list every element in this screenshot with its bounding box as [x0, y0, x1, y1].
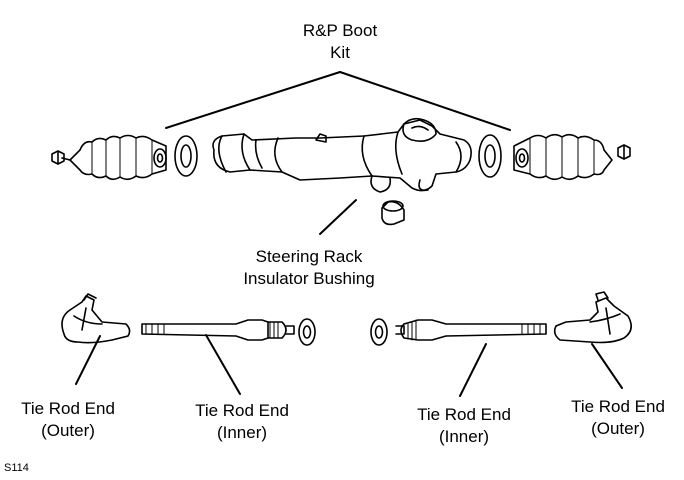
- left-inner-tie-rod: [141, 319, 295, 341]
- label-boot-kit: R&P Boot Kit: [290, 20, 390, 64]
- label-insulator-bushing: Steering Rack Insulator Bushing: [224, 246, 394, 290]
- label-tie-outer-left-line1: Tie Rod End: [21, 399, 115, 418]
- left-boot: [61, 134, 167, 181]
- label-boot-kit-line2: Kit: [330, 43, 350, 62]
- label-tie-inner-right-line2: (Inner): [438, 427, 490, 446]
- label-bushing-line2: Insulator Bushing: [243, 269, 375, 288]
- label-tie-rod-outer-left: Tie Rod End (Outer): [4, 398, 132, 442]
- label-tie-outer-right-line2: (Outer): [591, 419, 645, 438]
- figure-code: S114: [4, 462, 29, 474]
- label-tie-rod-outer-right: Tie Rod End (Outer): [554, 396, 682, 440]
- label-tie-rod-inner-left: Tie Rod End (Inner): [178, 400, 306, 444]
- left-end-nut: [51, 150, 65, 165]
- label-tie-outer-right-line1: Tie Rod End: [571, 397, 665, 416]
- label-tie-inner-left-line1: Tie Rod End: [195, 401, 289, 420]
- right-tie-rod-washer: [370, 318, 388, 346]
- right-boot: [513, 133, 613, 181]
- label-tie-inner-left-line2: (Inner): [216, 423, 268, 442]
- right-inner-tie-rod: [395, 319, 547, 341]
- right-boot-clamp: [478, 134, 502, 178]
- label-tie-rod-inner-right: Tie Rod End (Inner): [400, 404, 528, 448]
- label-bushing-line1: Steering Rack: [255, 247, 363, 266]
- insulator-bushing: [381, 200, 405, 226]
- steering-rack-housing: [212, 117, 472, 193]
- left-boot-clamp: [174, 135, 198, 177]
- label-boot-kit-line1: R&P Boot: [302, 21, 378, 40]
- left-tie-rod-washer: [298, 318, 316, 346]
- label-tie-outer-left-line2: (Outer): [41, 421, 95, 440]
- label-tie-inner-right-line1: Tie Rod End: [417, 405, 511, 424]
- right-outer-tie-rod-end: [553, 291, 632, 344]
- leader-lines: [75, 71, 623, 397]
- right-end-nut: [617, 144, 631, 160]
- left-outer-tie-rod-end: [61, 293, 131, 344]
